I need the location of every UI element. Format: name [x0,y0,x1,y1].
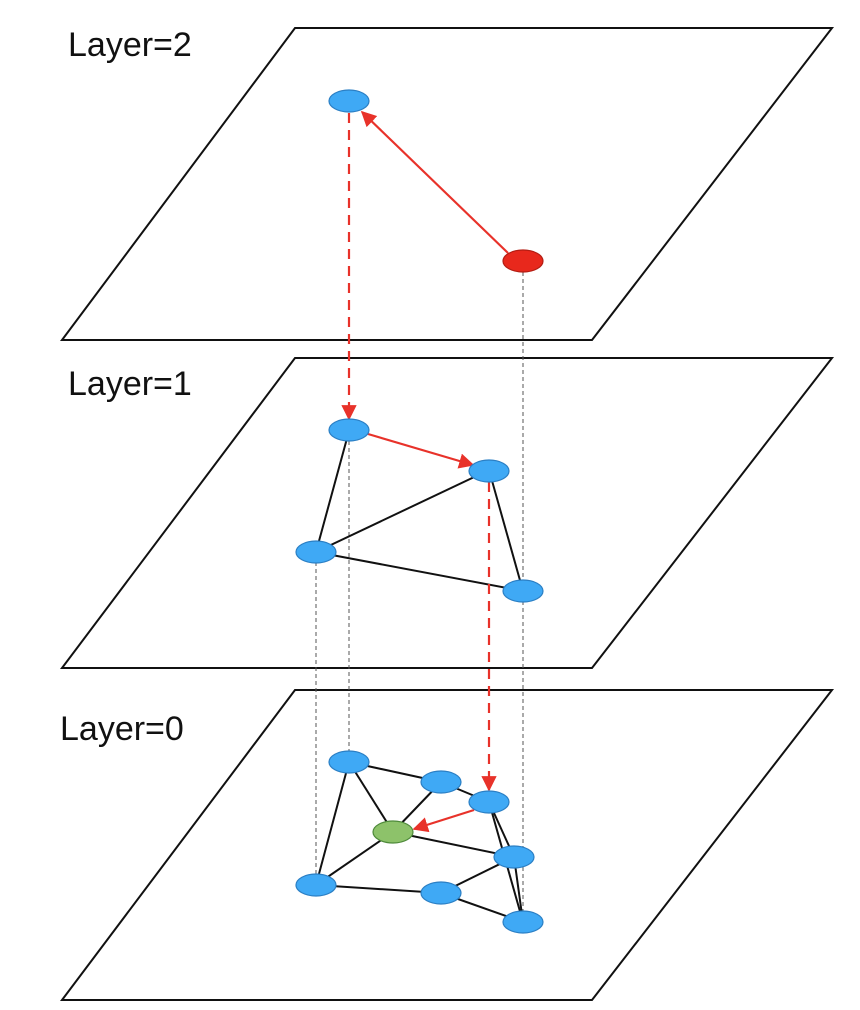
layer-2-plane [60,27,835,341]
search-edge-layer-2 [360,110,509,254]
layer-0-label: Layer=0 [60,710,184,748]
search-edge-layer-0 [412,808,475,833]
graph-node [295,540,337,564]
graph-node [295,873,337,897]
entry-point-node [502,249,544,273]
search-path [341,110,509,833]
graph-node [468,790,510,814]
layer-1-nodes [295,418,544,603]
graph-node [468,459,510,483]
layer-0-nodes [295,750,544,934]
graph-edge [315,761,350,886]
layer-1-plane [59,357,835,669]
layer-0-plane [59,689,835,1001]
nearest-neighbor-node [372,820,414,844]
graph-edge [315,884,442,894]
graph-node [420,881,462,905]
layer-2-nodes [328,89,544,273]
graph-node [328,418,370,442]
search-edge-layer-1 [367,432,475,469]
graph-node [502,910,544,934]
graph-node [328,89,370,113]
layer-1-label: Layer=1 [68,365,192,403]
graph-node [420,770,462,794]
graph-node [493,845,535,869]
graph-edge [315,430,350,553]
graph-edge [348,761,394,833]
graph-edge [392,831,515,858]
graph-edge [315,469,490,553]
graph-node [328,750,370,774]
layer-2-label: Layer=2 [68,26,192,64]
graph-node [502,579,544,603]
graph-edge [488,469,524,592]
